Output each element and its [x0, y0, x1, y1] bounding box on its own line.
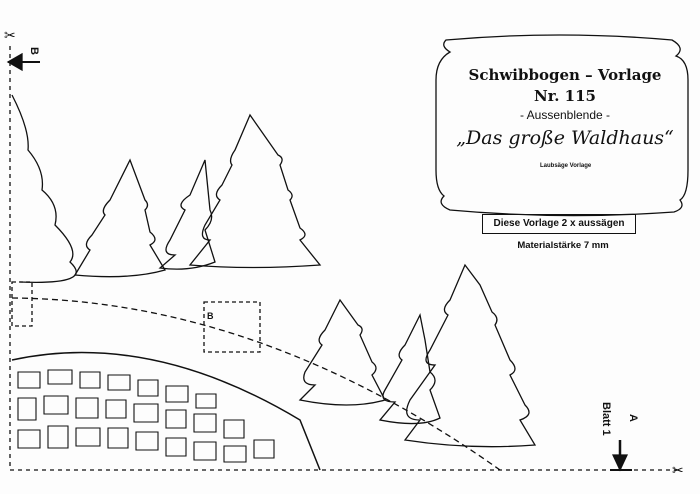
scissors-icon: ✂ — [4, 27, 16, 43]
material-thickness: Materialstärke 7 mm — [517, 240, 609, 251]
fir-trees — [11, 94, 537, 471]
marker-b: B — [28, 47, 40, 55]
marker-b-box: B — [207, 311, 214, 321]
template-title: Schwibbogen – Vorlage — [468, 66, 662, 84]
logo: Laubsäge Vorlage — [540, 163, 592, 169]
sheet-label: Blatt 1 — [600, 402, 612, 436]
instruction-note: Diese Vorlage 2 x aussägen — [482, 214, 636, 234]
scissors-icon: ✂ — [672, 462, 684, 478]
arch-guide-line — [11, 297, 501, 471]
arrow-a-icon — [610, 440, 632, 472]
marker-a: A — [627, 414, 639, 422]
template-number: Nr. 115 — [534, 87, 596, 105]
template-subtitle: - Aussenblende - — [519, 108, 611, 122]
label-frame — [435, 34, 689, 217]
stone-wall-mosaic — [17, 369, 275, 463]
arrow-b-icon — [6, 52, 40, 72]
placeholder-box — [11, 281, 33, 327]
template-name: „Das große Waldhaus“ — [456, 127, 674, 149]
placeholder-box-b — [203, 301, 261, 353]
